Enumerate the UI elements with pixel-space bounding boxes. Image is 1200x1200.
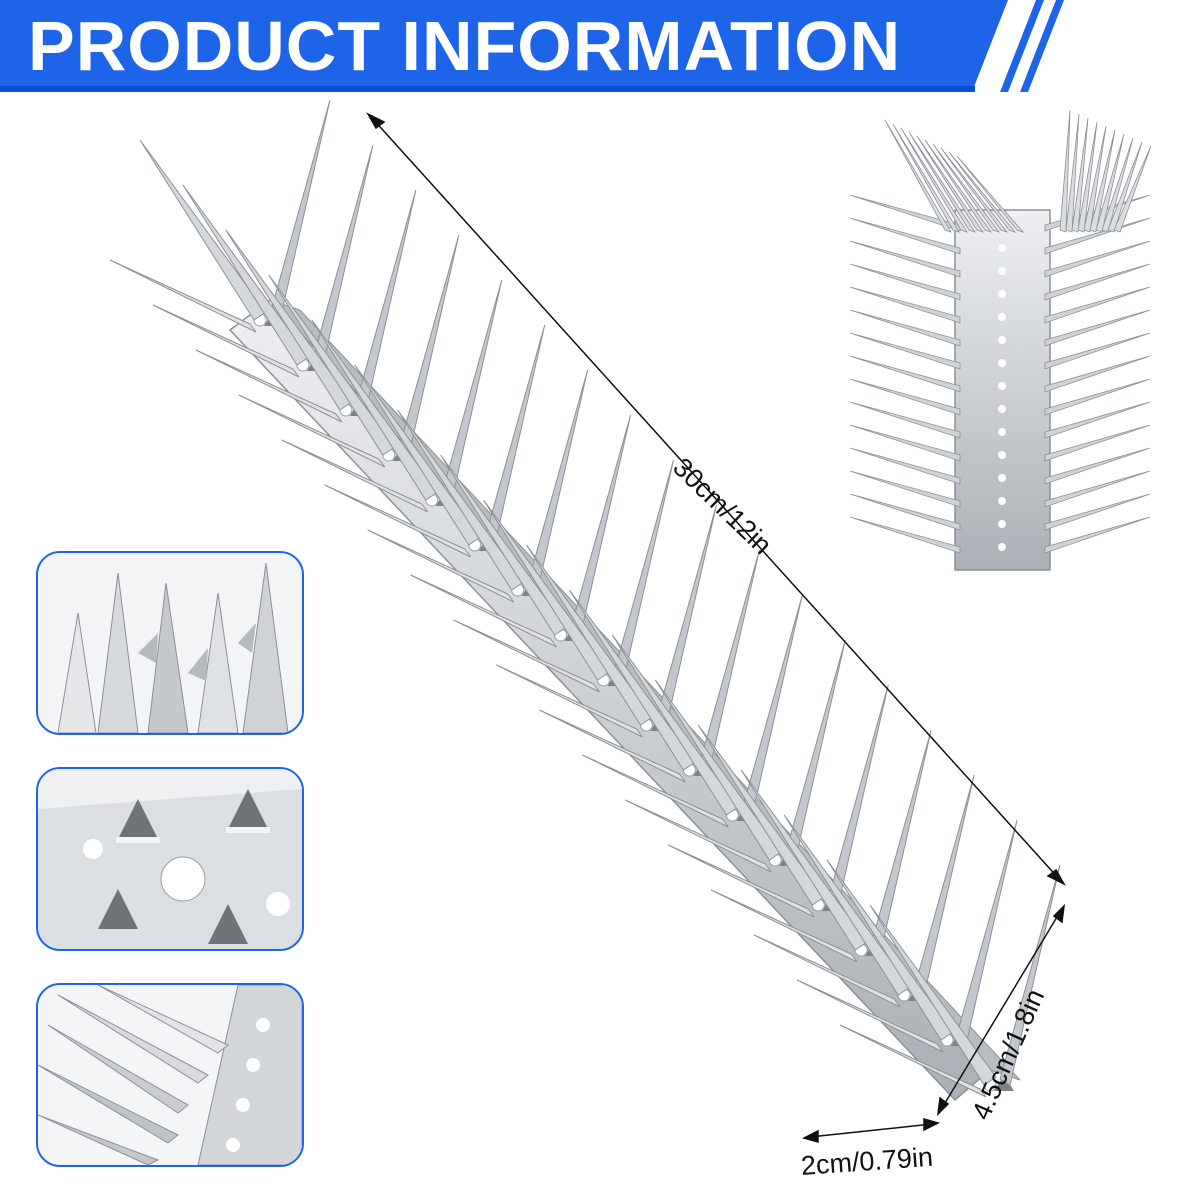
product-front-view xyxy=(849,109,1152,571)
header-banner: PRODUCT INFORMATION xyxy=(0,0,1200,92)
length-dimension-line xyxy=(366,112,1066,886)
strip-spikes xyxy=(109,99,1061,1098)
height-dimension-line xyxy=(936,903,1066,1117)
banner-shape xyxy=(0,0,1064,92)
page-title: PRODUCT INFORMATION xyxy=(28,7,902,85)
spike-tips-closeup xyxy=(38,553,302,733)
detail-image-spike-tips xyxy=(36,551,304,735)
detail-image-spike-row xyxy=(36,983,304,1167)
base-holes-closeup xyxy=(38,769,302,949)
width-dimension-line xyxy=(801,1118,941,1143)
spike-row-closeup xyxy=(38,985,302,1165)
detail-image-base-holes xyxy=(36,767,304,951)
